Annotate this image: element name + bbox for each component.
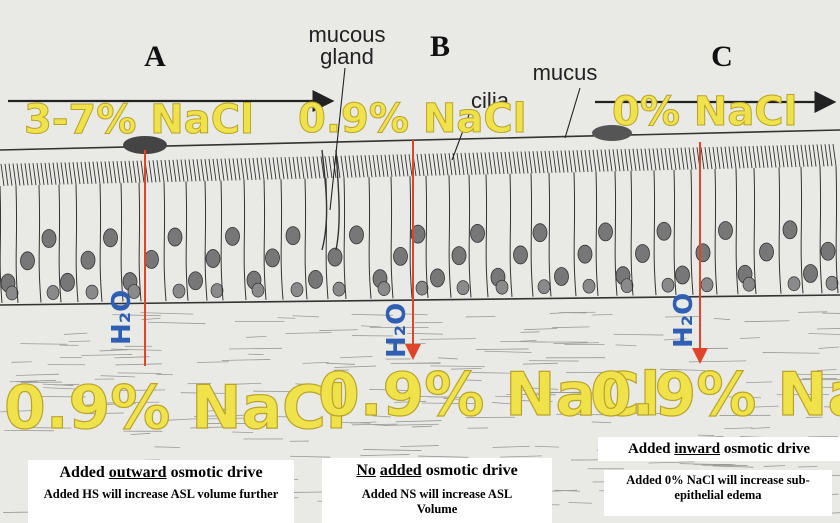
caption-b-subtitle: Added NS will increase ASL Volume [322,487,552,517]
bottom-nacl-a: 0.9% NaCl [4,373,347,443]
caption-b-title: No added osmotic drive [322,461,552,481]
caption-c-sub-box: Added 0% NaCl will increase sub-epitheli… [604,470,832,516]
caption-a-title: Added outward osmotic drive [28,463,294,483]
h2o-label-c: H₂O [669,293,699,348]
panel-letter-c: C [711,40,733,73]
h2o-label-a: H₂O [107,290,137,345]
top-nacl-c: 0% NaCl [612,89,797,135]
caption-b: No added osmotic drive Added NS will inc… [322,458,552,523]
caption-c: Added inward osmotic drive [598,437,840,461]
top-nacl-a: 3-7% NaCl [24,97,254,143]
caption-a: Added outward osmotic drive Added HS wil… [28,460,294,523]
gland-label: gland [320,44,374,69]
caption-a-subtitle: Added HS will increase ASL volume furthe… [28,487,294,502]
h2o-label-b: H₂O [382,303,412,358]
bottom-nacl-c: 0.9% NaCl [590,360,840,430]
panel-letter-b: B [430,30,450,63]
caption-c-subtitle: Added 0% NaCl will increase sub-epitheli… [604,473,832,503]
panel-letter-a: A [144,40,166,73]
caption-c-title: Added inward osmotic drive [598,439,840,459]
top-nacl-b: 0.9% NaCl [298,96,526,142]
mucus-label: mucus [533,60,598,85]
